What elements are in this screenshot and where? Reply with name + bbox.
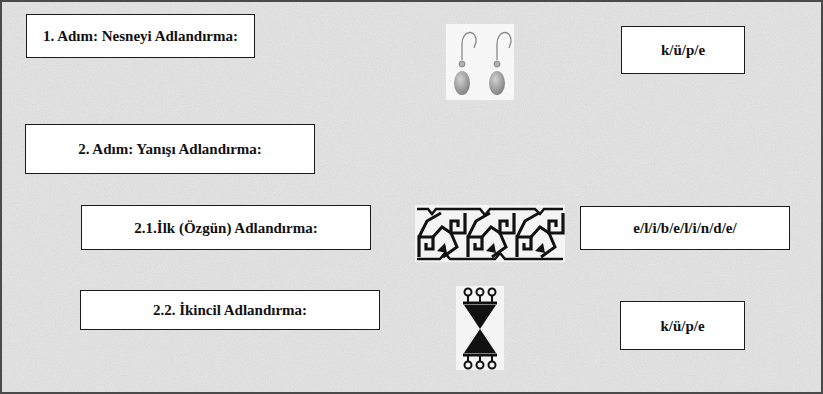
earring-hook xyxy=(462,32,476,60)
pattern-motif xyxy=(468,213,514,257)
label-box: k/ü/p/e xyxy=(621,26,745,74)
label-box: k/ü/p/e xyxy=(620,301,745,350)
label-box: 2. Adım: Yanışı Adlandırma: xyxy=(25,124,315,174)
symbol-circle xyxy=(465,289,472,296)
pattern-motif xyxy=(517,213,563,257)
earring-hook xyxy=(497,32,511,60)
earring-drop xyxy=(454,71,470,95)
box-label: k/ü/p/e xyxy=(661,41,705,59)
photo-ground xyxy=(446,24,514,100)
ornament-pattern xyxy=(415,205,565,262)
hourglass-symbol xyxy=(456,286,504,370)
symbol-circle xyxy=(489,362,496,369)
symbol-triangle xyxy=(464,329,496,353)
earring-bead xyxy=(459,61,465,67)
symbol-circle xyxy=(465,362,472,369)
symbol-stem xyxy=(468,355,492,361)
symbol-circle xyxy=(477,362,484,369)
label-box: 1. Adım: Nesneyi Adlandırma: xyxy=(26,14,255,58)
box-label: e/l/i/b/e/l/i/n/d/e/ xyxy=(633,219,736,237)
pattern-motif xyxy=(419,213,465,257)
box-label: 2. Adım: Yanışı Adlandırma: xyxy=(78,140,262,158)
symbol-ground xyxy=(456,286,504,370)
symbol-circle xyxy=(477,289,484,296)
box-label: 1. Adım: Nesneyi Adlandırma: xyxy=(43,27,238,45)
earring-bead xyxy=(494,61,500,67)
box-label: 2.2. İkincil Adlandırma: xyxy=(153,301,307,319)
label-box: e/l/i/b/e/l/i/n/d/e/ xyxy=(580,206,790,250)
earring-illustration xyxy=(446,24,514,100)
symbol-circle xyxy=(489,289,496,296)
label-box: 2.1.İlk (Özgün) Adlandırma: xyxy=(81,205,371,250)
symbol-triangle xyxy=(464,305,496,329)
box-label: 2.1.İlk (Özgün) Adlandırma: xyxy=(134,219,317,237)
box-label: k/ü/p/e xyxy=(660,317,704,335)
label-box: 2.2. İkincil Adlandırma: xyxy=(80,290,380,330)
earring-drop xyxy=(489,71,505,95)
pattern-ground xyxy=(415,205,565,262)
symbol-bar xyxy=(463,302,497,305)
